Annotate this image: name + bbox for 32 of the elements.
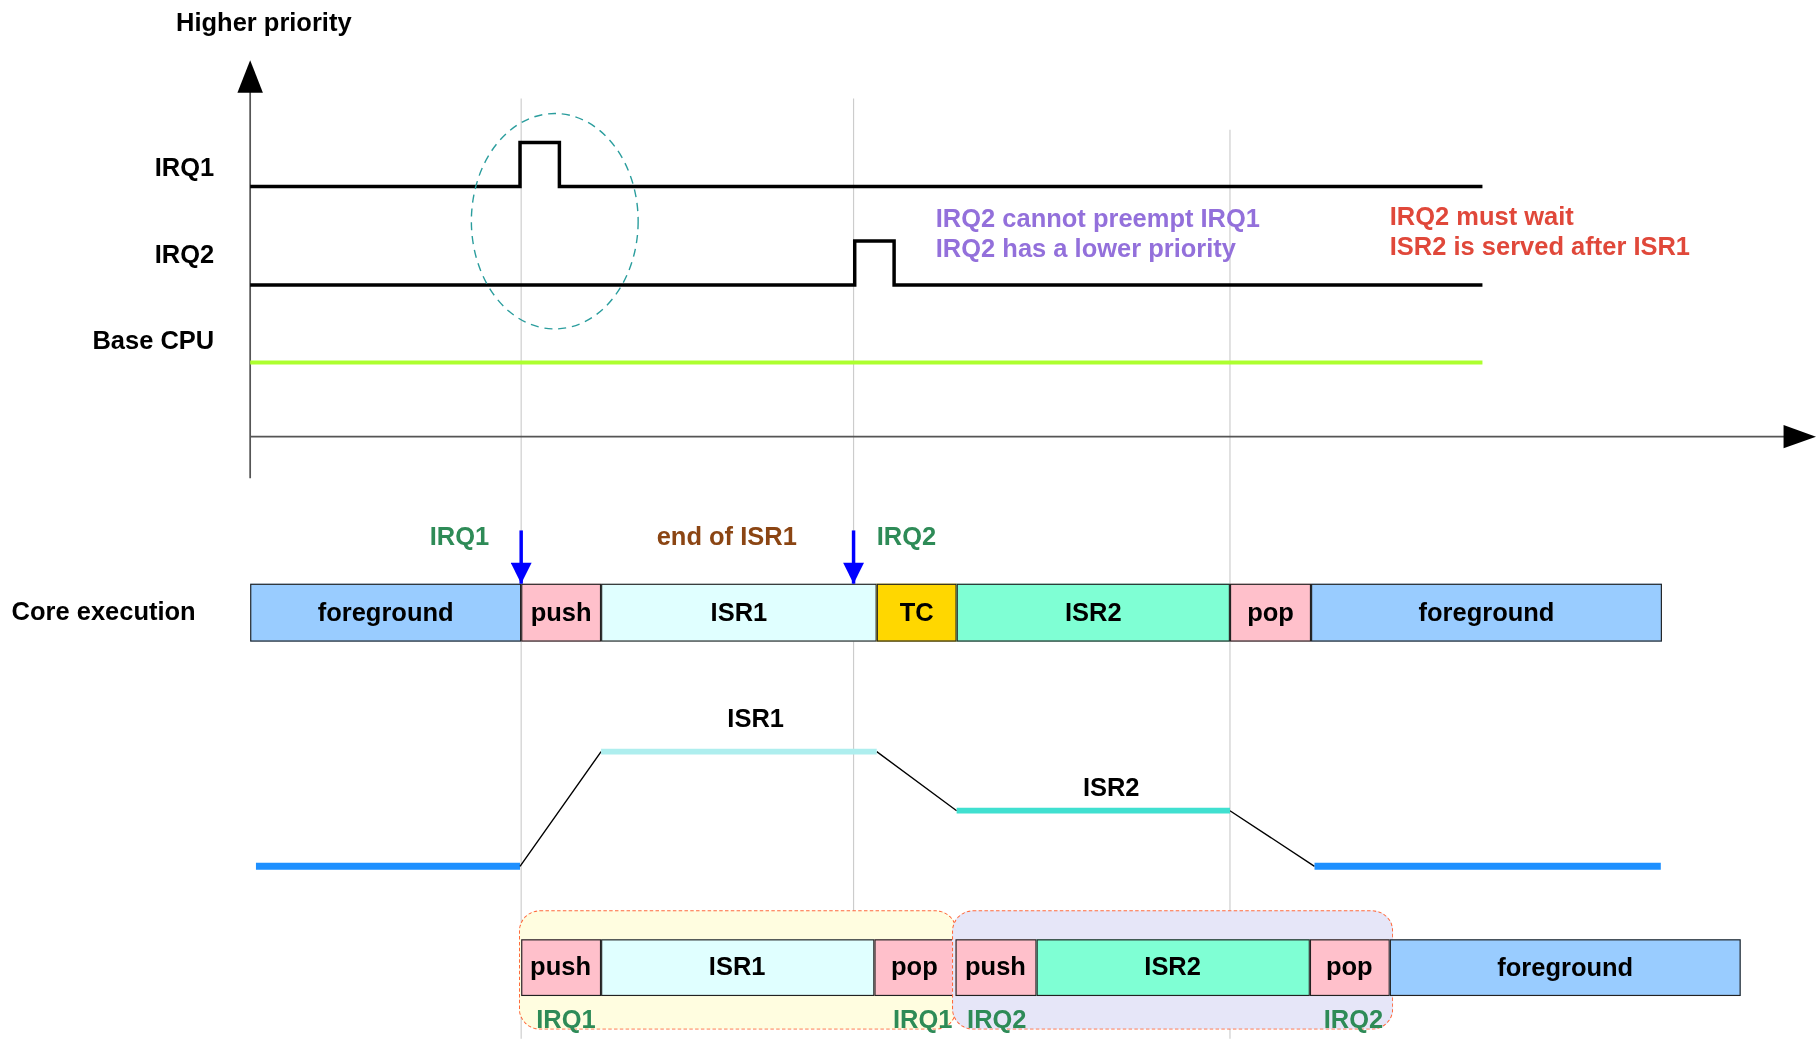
execution-segment: ISR2 xyxy=(1035,938,1310,996)
execution-segment: pop xyxy=(1309,938,1390,996)
execution-segment: pop xyxy=(1229,583,1312,642)
execution-segment: ISR1 xyxy=(600,938,874,996)
group-label: IRQ2 xyxy=(967,1007,1027,1034)
execution-segment: TC xyxy=(876,583,957,642)
signal-name: Base CPU xyxy=(92,326,215,355)
note-text: IRQ2 has a lower priority xyxy=(935,235,1236,263)
group-label: IRQ1 xyxy=(536,1007,596,1034)
group-label: IRQ2 xyxy=(1323,1007,1384,1034)
arrow xyxy=(843,530,864,584)
event-label: end of ISR1 xyxy=(656,523,797,552)
execution-segment: foreground xyxy=(1389,939,1741,996)
group-label: IRQ1 xyxy=(892,1007,953,1034)
signal-name: IRQ2 xyxy=(154,240,215,269)
note-text: IRQ2 must wait xyxy=(1389,202,1574,231)
execution-segment: ISR2 xyxy=(956,583,1230,642)
axis-title: Higher priority xyxy=(176,9,352,38)
execution-segment: push xyxy=(954,938,1036,996)
execution-segment: foreground xyxy=(250,583,522,642)
execution-segment: push xyxy=(520,938,601,996)
execution-segment: ISR1 xyxy=(601,583,877,642)
execution-segment: push xyxy=(521,583,602,642)
level-label: ISR2 xyxy=(1082,773,1140,802)
signal-name: IRQ1 xyxy=(154,154,215,182)
note-text: IRQ2 cannot preempt IRQ1 xyxy=(935,205,1260,233)
arrow xyxy=(510,530,532,584)
row-title: Core execution xyxy=(11,597,196,626)
level-label: ISR1 xyxy=(727,705,784,734)
execution-segment: pop xyxy=(873,938,955,996)
execution-segment: foreground xyxy=(1311,583,1662,642)
note-text: ISR2 is served after ISR1 xyxy=(1389,232,1691,261)
